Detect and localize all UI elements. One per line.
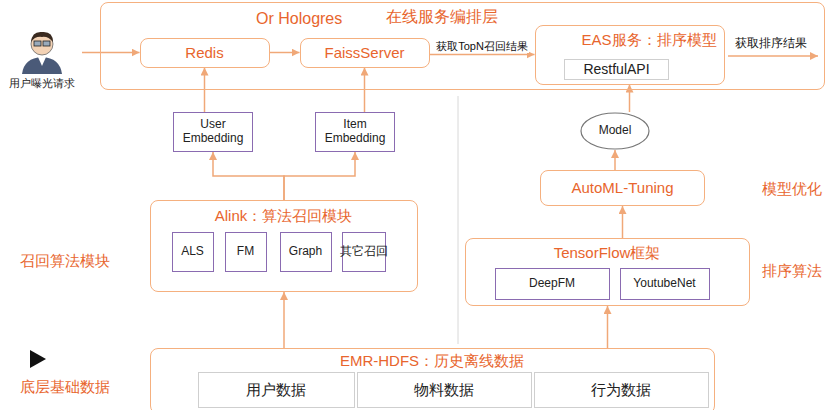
node-text: 用户曝光请求 [9, 77, 75, 90]
edge-label: 获取TopN召回结果 [435, 40, 529, 53]
side-label: 召回算法模块 [20, 252, 110, 269]
panel-heading: Or Hologres [256, 10, 342, 28]
node-text: AutoML-Tuning [572, 179, 674, 196]
flow-arrow [283, 292, 285, 348]
person-glasses [43, 41, 50, 46]
flow-arrow [284, 152, 355, 200]
data-cell: 物料数据 [357, 372, 532, 408]
side-label: 模型优化 [762, 180, 822, 197]
node-text: Graph [289, 245, 322, 259]
service-box: FaissServer [300, 38, 430, 68]
person-shirt [38, 57, 46, 66]
panel-heading: EMR-HDFS：历史离线数据 [340, 352, 524, 369]
algorithm-box: FM [225, 232, 267, 272]
data-cell: 行为数据 [534, 372, 709, 408]
node-text: ALS [181, 245, 204, 259]
node-text: Item Embedding [316, 118, 394, 146]
node-text: User Embedding [174, 118, 252, 146]
side-label: 底层基础数据 [20, 378, 110, 395]
algorithm-box: YoutubeNet [620, 268, 710, 300]
panel-heading: EAS服务：排序模型 [582, 31, 717, 48]
algorithm-box: DeepFM [495, 268, 610, 300]
node-text: RestfulAPI [583, 61, 649, 77]
flow-arrow [607, 306, 609, 348]
algorithm-box: ALS [172, 232, 214, 272]
flow-label: 获取排序结果 [735, 37, 807, 51]
divider-line [458, 96, 459, 344]
panel-heading: 在线服务编排层 [386, 8, 498, 26]
node-text: 用户数据 [246, 381, 306, 398]
flow-arrow [430, 54, 535, 56]
flow-arrow [213, 152, 284, 200]
node-text: 行为数据 [591, 381, 651, 398]
flow-arrow [629, 85, 631, 113]
person-glasses [34, 41, 41, 46]
algorithm-box: Graph [280, 232, 332, 272]
node-text: DeepFM [529, 277, 575, 291]
node-text: YoutubeNet [633, 277, 695, 291]
node-text: 物料数据 [414, 381, 474, 398]
service-box: Redis [140, 38, 270, 68]
ellipse-outline [581, 113, 649, 149]
process-box: AutoML-Tuning [540, 170, 705, 206]
output-arrow [728, 55, 818, 57]
side-label: 排序算法 [762, 262, 822, 279]
flow-arrow [614, 150, 616, 170]
panel-heading: TensorFlow框架 [554, 244, 661, 261]
flow-arrow [82, 52, 140, 54]
node-text: FaissServer [324, 44, 404, 61]
algorithm-box: 其它召回 [342, 232, 386, 272]
embedding-box: Item Embedding [315, 112, 395, 152]
person-body [22, 57, 62, 74]
data-cell: 用户数据 [198, 372, 355, 408]
service-box: EAS服务：排序模型 RestfulAPI [535, 25, 725, 85]
data-panel: EMR-HDFS：历史离线数据用户数据 物料数据 行为数据 [150, 348, 715, 410]
flow-arrow [270, 52, 300, 54]
person-icon [2, 28, 82, 74]
user-icon: 用户曝光请求 [2, 28, 82, 92]
node-text: 其它召回 [340, 245, 388, 259]
person-hair [31, 32, 53, 42]
play-button [30, 350, 46, 368]
model-ellipse: Model [580, 112, 650, 150]
api-box: RestfulAPI [564, 59, 669, 80]
node-text: FM [237, 245, 254, 259]
framework-panel: TensorFlow框架 DeepFM YoutubeNet [465, 238, 750, 306]
panel-heading: Alink：算法召回模块 [215, 207, 353, 224]
embedding-box: User Embedding [173, 112, 253, 152]
flow-arrow [622, 206, 624, 238]
node-text: Model [599, 124, 632, 138]
module-panel: Alink：算法召回模块 ALS FM Graph 其它召回 [150, 200, 418, 292]
node-text: Redis [185, 44, 223, 61]
